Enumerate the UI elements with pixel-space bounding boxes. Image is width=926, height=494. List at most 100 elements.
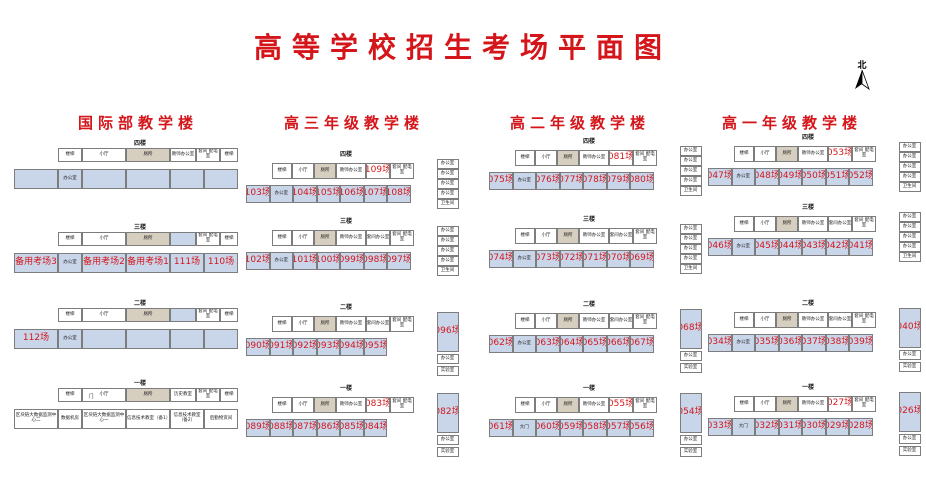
teacher-office: 教师办公室: [798, 146, 828, 162]
side-room: 办公室: [898, 232, 921, 242]
exam-room: 062场: [489, 335, 513, 353]
teacher-office: 教师办公室: [579, 228, 609, 244]
exam-room: 083场: [366, 397, 390, 413]
ready-room: 套间 配电室: [196, 308, 220, 322]
floor-label: 三楼: [339, 218, 352, 225]
set-office: 套间办公室: [828, 312, 852, 328]
side-room: 卫生间: [679, 264, 702, 274]
room: [126, 169, 170, 189]
floor-label: 二楼: [339, 304, 352, 311]
exam-room: 032场: [755, 418, 779, 436]
room: [170, 329, 204, 349]
exam-room: 053场: [828, 146, 852, 162]
exam-room: 057场: [606, 419, 630, 437]
exam-room: 066场: [606, 335, 630, 353]
ready-room: 套间 配电室: [390, 397, 414, 413]
room: [126, 329, 170, 349]
lab: 实验室: [898, 446, 921, 456]
side-room: 办公室: [898, 142, 921, 152]
exam-room: 备用考场2: [82, 253, 126, 273]
door-label: 门: [88, 394, 94, 400]
side-room: 办公室: [679, 234, 702, 244]
hall: 小厅: [535, 397, 557, 413]
exam-room: 067场: [630, 335, 654, 353]
exam-room: 072场: [559, 250, 583, 268]
toilet: 厕所: [126, 308, 170, 322]
exam-room: 106场: [340, 185, 364, 203]
exam-room: 049场: [778, 168, 802, 186]
facility-room: 信息技术教室（备1）: [126, 409, 170, 429]
lab: 实验室: [436, 447, 459, 457]
building-title-g3: 高三年级教学楼: [283, 114, 424, 132]
exam-room: 101场: [293, 252, 317, 270]
floor-label: 三楼: [133, 224, 146, 231]
hall: 小厅: [754, 216, 776, 232]
side-room: 办公室: [898, 152, 921, 162]
room: [82, 169, 126, 189]
exam-room: 090场: [246, 338, 270, 356]
office: 大门: [731, 418, 755, 436]
toilet: 厕所: [314, 163, 336, 179]
teacher-office: 教师办公室: [336, 230, 366, 246]
room: [170, 232, 196, 246]
toilet: 厕所: [776, 312, 798, 328]
side-room: 办公室: [679, 166, 702, 176]
side-room: 办公室: [898, 172, 921, 182]
toilet: 厕所: [557, 397, 579, 413]
office: 办公室: [58, 329, 82, 349]
exam-room: 089场: [246, 419, 270, 437]
room: [204, 169, 238, 189]
ready-room: 套间 配电室: [390, 163, 414, 179]
floor-label: 四楼: [339, 151, 352, 158]
floor-label: 一楼: [133, 380, 146, 387]
hall: 小厅: [82, 148, 126, 162]
teacher-office: 教师办公室: [798, 396, 828, 412]
exam-room: 039场: [849, 334, 873, 352]
exam-room: 097场: [387, 252, 411, 270]
set-office: 套间办公室: [366, 230, 390, 246]
exam-room: 076场: [536, 172, 560, 190]
exam-room: 060场: [536, 419, 560, 437]
ready-room: 套间 配电室: [852, 216, 876, 232]
exam-room: 064场: [559, 335, 583, 353]
side-room: 办公室: [436, 226, 459, 236]
exam-room: 080场: [630, 172, 654, 190]
ready-room: 套间 配电室: [196, 232, 220, 246]
ready-room: 套间 配电室: [390, 230, 414, 246]
exam-room: 095场: [363, 338, 387, 356]
stair: 楼梯: [272, 230, 292, 246]
hall: 小厅: [535, 150, 557, 166]
exam-room: 074场: [489, 250, 513, 268]
teacher-office: 教师办公室: [579, 313, 609, 329]
exam-room: 071场: [583, 250, 607, 268]
ready-room: 套间 配电室: [852, 396, 876, 412]
stair: 楼梯: [272, 397, 292, 413]
side-room: 卫生间: [898, 182, 921, 192]
toilet: 厕所: [776, 216, 798, 232]
hall: 小厅: [535, 228, 557, 244]
facility-room: 区块链大数据监测中心一: [82, 409, 126, 429]
office: 办公室: [512, 250, 536, 268]
ready-room: 套间 配电室: [633, 313, 657, 329]
exam-room: 050场: [802, 168, 826, 186]
building-title-g1: 高一年级教学楼: [721, 114, 862, 132]
floor-label: 三楼: [582, 216, 595, 223]
floor-label: 二楼: [133, 300, 146, 307]
lab: 实验室: [898, 362, 921, 372]
lab: 实验室: [679, 447, 702, 457]
toilet: 厕所: [126, 232, 170, 246]
exam-room: 051场: [825, 168, 849, 186]
stair: 楼梯: [58, 232, 82, 246]
office: 办公室: [731, 238, 755, 256]
building-title-intl: 国际部教学楼: [77, 114, 198, 132]
teacher-office: 教师办公室: [798, 312, 828, 328]
toilet: 厕所: [776, 396, 798, 412]
office: 办公室: [58, 169, 82, 189]
stair: 楼梯: [515, 397, 535, 413]
ready-room: 套间 配电室: [196, 388, 220, 402]
exam-room: 056场: [630, 419, 654, 437]
exam-room: 052场: [849, 168, 873, 186]
facility-room: 后勤物资间: [204, 409, 238, 429]
exam-room: 048场: [755, 168, 779, 186]
ready-room: 套间 配电室: [390, 316, 414, 332]
